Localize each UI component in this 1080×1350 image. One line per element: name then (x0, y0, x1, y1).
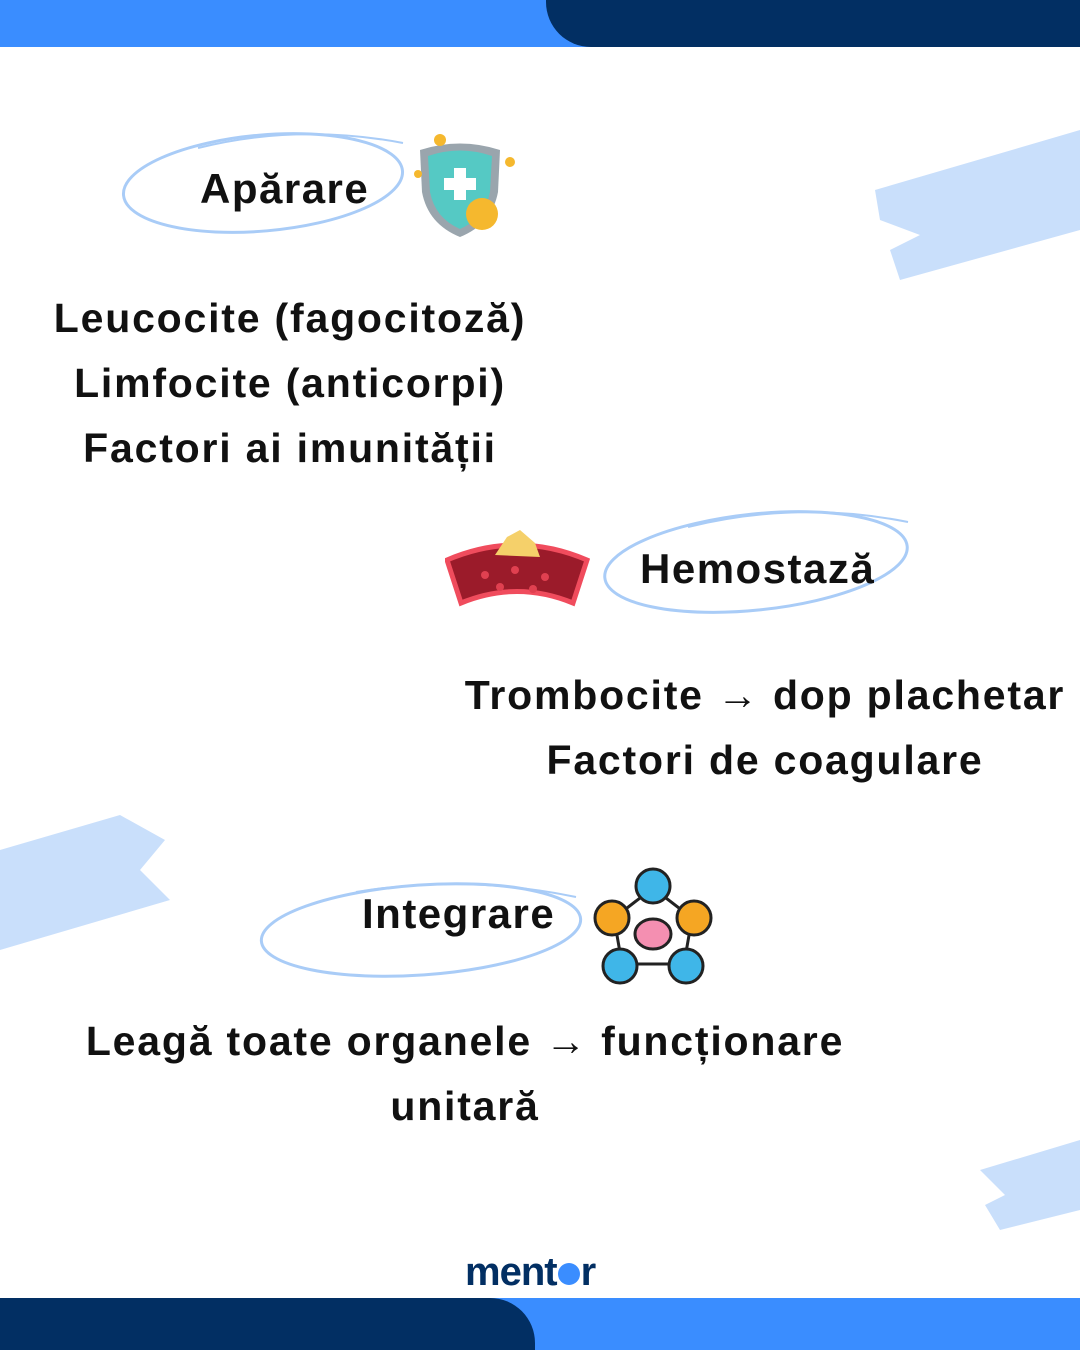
logo-text: ment (465, 1250, 558, 1294)
section-heading-integrare: Integrare (362, 890, 556, 937)
senses-brain-icon (593, 867, 713, 985)
section-heading-hemostaza: Hemostază (640, 545, 876, 592)
heading-ellipse-decoration (121, 132, 405, 234)
top-banner-accent (546, 0, 1080, 47)
section-lines-aparare: Leucocite (fagocitoză) Limfocite (antico… (0, 295, 580, 490)
text-line: Trombocite → dop plachetar (464, 672, 1066, 718)
brush-stroke-decoration (980, 1140, 1080, 1230)
section-heading-aparare: Apărare (200, 165, 370, 212)
section-lines-integrare: Leagă toate organele → funcționare unita… (0, 1018, 930, 1148)
text-line: Leagă toate organele → funcționare (85, 1018, 845, 1064)
logo-dot (557, 1263, 580, 1285)
text-line: Limfocite (anticorpi) (74, 360, 506, 406)
heading-ellipse-decoration (603, 510, 909, 614)
text-line: Factori de coagulare (546, 737, 984, 783)
bottom-banner-accent (0, 1298, 535, 1350)
text-line: Factori ai imunității (83, 425, 497, 471)
heading-ellipse-decoration (259, 882, 583, 978)
brush-stroke-decoration (0, 815, 170, 950)
text-line: Leucocite (fagocitoză) (53, 295, 527, 341)
section-lines-hemostaza: Trombocite → dop plachetar Factori de co… (440, 672, 1080, 802)
shield-virus-icon (414, 134, 515, 237)
blood-vessel-clot-icon (445, 530, 590, 607)
logo-text: r (580, 1250, 597, 1294)
brush-stroke-decoration (875, 130, 1080, 280)
text-line: unitară (390, 1083, 540, 1129)
